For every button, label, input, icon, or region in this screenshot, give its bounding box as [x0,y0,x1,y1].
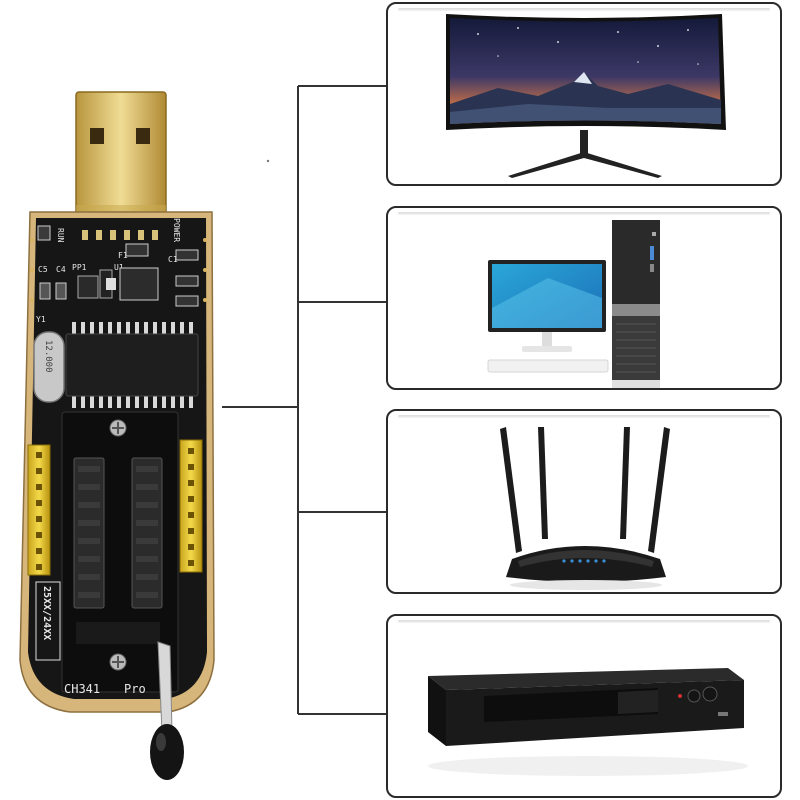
desktop-computer-panel [386,206,782,390]
curved-monitor-icon [446,14,726,178]
silk-power-label: POWER [172,218,181,242]
pin-label: 25XX/24XX [41,586,52,640]
silk-f1-label: F1 [118,251,128,260]
zif-lever [150,641,184,780]
pin-header-left [27,444,51,576]
crystal-oscillator: 12.000 [33,331,65,403]
set-top-box-icon [428,668,748,776]
edition-label: Pro [124,682,146,696]
ch341-chip [65,322,199,408]
silk-c5-label: C5 [38,265,48,274]
zif-socket [61,411,179,693]
silk-c4-label: C4 [56,265,66,274]
silk-u1-label: U1 [114,263,124,272]
silk-pp1-label: PP1 [72,263,87,272]
connector-lines [222,85,386,715]
wifi-router-icon [500,427,670,590]
set-top-box-panel [386,614,782,798]
ch341-programmer: RUN POWER F1 U1 C1 C4 C5 PP1 Y1 12.000 [19,91,215,780]
pin-header-right [179,439,203,573]
monitor-panel [386,2,782,186]
router-panel [386,409,782,594]
crystal-label: 12.000 [43,340,53,373]
usb-plug [75,91,167,231]
silk-y1-label: Y1 [36,315,46,324]
silk-run-label: RUN [56,228,65,243]
silk-c1-label: C1 [168,255,178,264]
model-label: CH341 [64,682,100,696]
smd-components [37,225,199,307]
desktop-pc-icon [487,220,660,388]
